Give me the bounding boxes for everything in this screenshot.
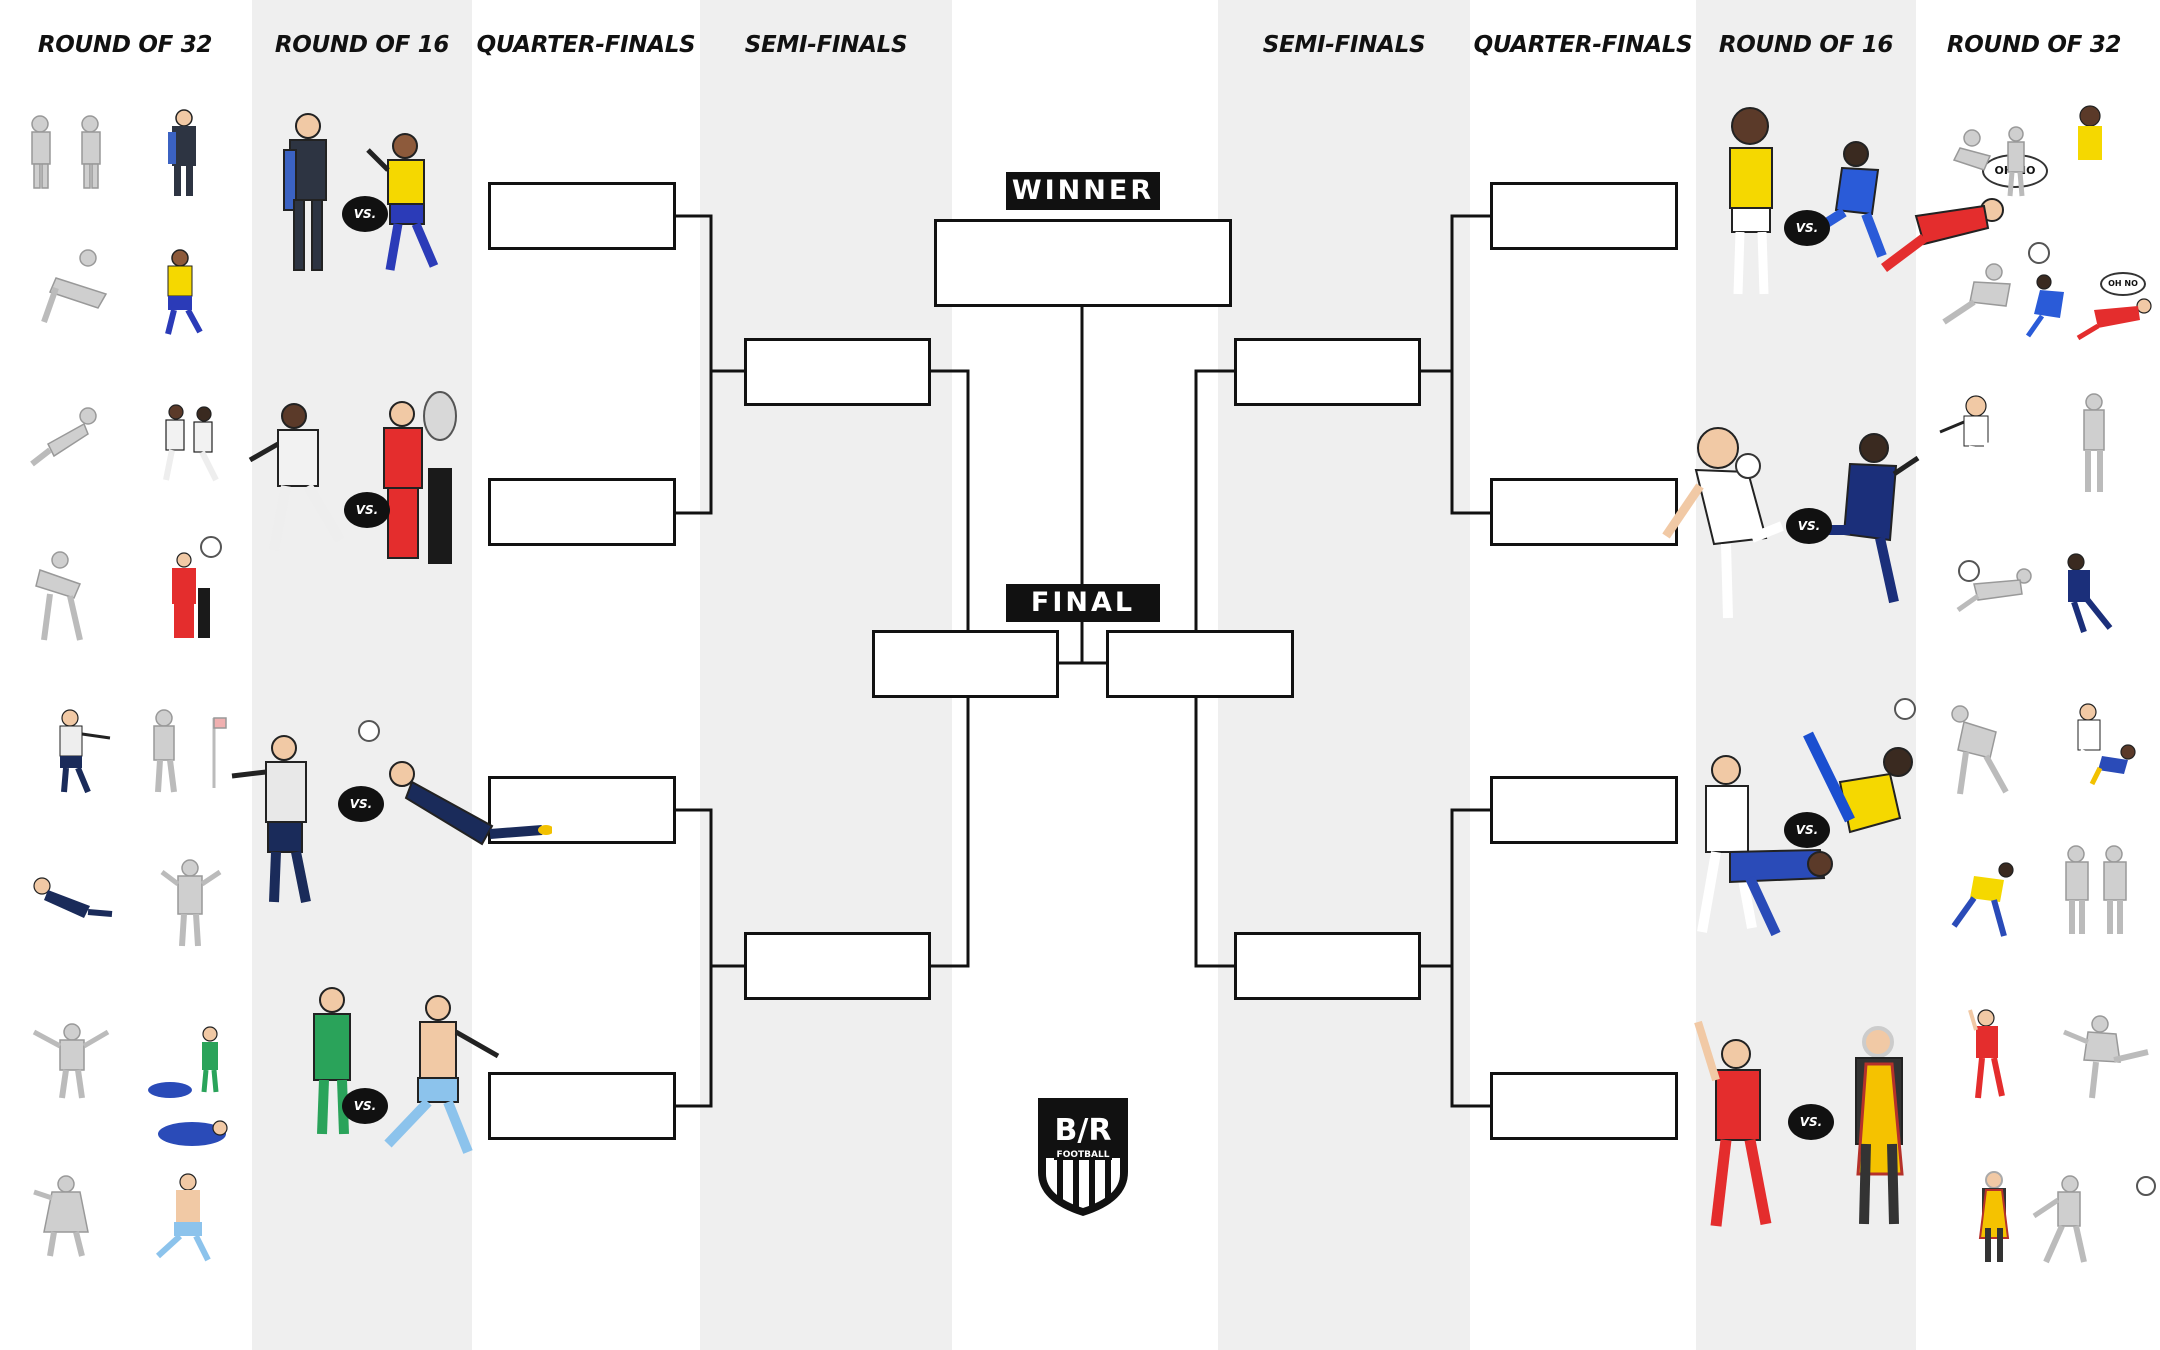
- player-icon: [1970, 1170, 2020, 1266]
- player-icon: [226, 732, 336, 908]
- vs-badge: VS.: [1784, 812, 1830, 848]
- player-icon: [244, 400, 364, 560]
- slot-left-sf-1[interactable]: [744, 338, 931, 406]
- player-icon: [2026, 1172, 2096, 1268]
- slot-final-right[interactable]: [1106, 630, 1294, 698]
- player-icon: [1944, 856, 2024, 942]
- player-icon: [362, 388, 462, 564]
- vs-badge: VS.: [1784, 210, 1830, 246]
- player-icon: [1832, 1024, 1928, 1230]
- player-icon: [1934, 262, 2026, 342]
- final-label: FINAL: [1006, 584, 1160, 622]
- slot-right-qf-2[interactable]: [1490, 478, 1678, 546]
- player-icon: [382, 756, 552, 866]
- player-icon: [164, 108, 204, 200]
- slot-left-sf-2[interactable]: [744, 932, 931, 1000]
- br-football-logo: B/R FOOTBALL: [1034, 1094, 1132, 1220]
- player-icon: [28, 404, 108, 484]
- player-icon: [36, 248, 116, 334]
- slot-final-left[interactable]: [872, 630, 1059, 698]
- player-icon: [158, 400, 228, 486]
- player-icon: [1710, 104, 1790, 300]
- player-icon: [268, 110, 348, 280]
- football-icon: [358, 720, 380, 742]
- player-icon: [24, 114, 114, 194]
- logo-top-text: B/R: [1055, 1113, 1112, 1148]
- vs-badge: VS.: [338, 786, 384, 822]
- player-icon: [158, 548, 218, 642]
- vs-badge: VS.: [342, 196, 388, 232]
- player-icon: [1656, 426, 1786, 626]
- football-icon: [2028, 242, 2050, 264]
- vs-badge: VS.: [1788, 1104, 1834, 1140]
- logo-bottom-text: FOOTBALL: [1057, 1150, 1110, 1160]
- slot-left-qf-1[interactable]: [488, 182, 676, 250]
- player-icon: [368, 992, 508, 1162]
- player-icon: [30, 1172, 100, 1260]
- player-icon: [1966, 1006, 2016, 1102]
- player-icon: [1954, 564, 2034, 618]
- player-icon: [2060, 552, 2116, 636]
- slot-left-qf-4[interactable]: [488, 1072, 676, 1140]
- player-icon: [148, 708, 228, 796]
- player-icon: [1950, 126, 2050, 202]
- slot-right-sf-2[interactable]: [1234, 932, 1421, 1000]
- vs-badge: VS.: [344, 492, 390, 528]
- player-icon: [2058, 844, 2138, 938]
- vs-badge: VS.: [342, 1088, 388, 1124]
- player-icon: [30, 872, 116, 932]
- player-icon: [1936, 392, 2032, 492]
- player-icon: [2070, 104, 2110, 198]
- player-icon: [30, 550, 94, 646]
- slot-right-sf-1[interactable]: [1234, 338, 1421, 406]
- player-icon: [30, 708, 116, 796]
- slot-right-qf-1[interactable]: [1490, 182, 1678, 250]
- football-icon: [1894, 698, 1916, 720]
- player-icon: [1946, 702, 2026, 798]
- slot-right-qf-4[interactable]: [1490, 1072, 1678, 1140]
- player-icon: [28, 1018, 114, 1102]
- slot-right-qf-3[interactable]: [1490, 776, 1678, 844]
- player-icon: [156, 248, 212, 338]
- player-icon: [1686, 1016, 1796, 1236]
- vs-badge: VS.: [1786, 508, 1832, 544]
- player-icon: [140, 1024, 240, 1150]
- player-icon: [148, 1172, 222, 1262]
- winner-label: WINNER: [1006, 172, 1160, 210]
- football-icon: [2136, 1176, 2156, 1196]
- slot-left-qf-2[interactable]: [488, 478, 676, 546]
- player-icon: [156, 858, 226, 950]
- player-icon: [2074, 392, 2114, 496]
- slot-winner[interactable]: [934, 219, 1232, 307]
- player-icon: [2060, 1012, 2152, 1102]
- football-icon: [200, 536, 222, 558]
- player-icon: [2058, 700, 2150, 790]
- speech-bubble: OH NO: [2100, 272, 2146, 296]
